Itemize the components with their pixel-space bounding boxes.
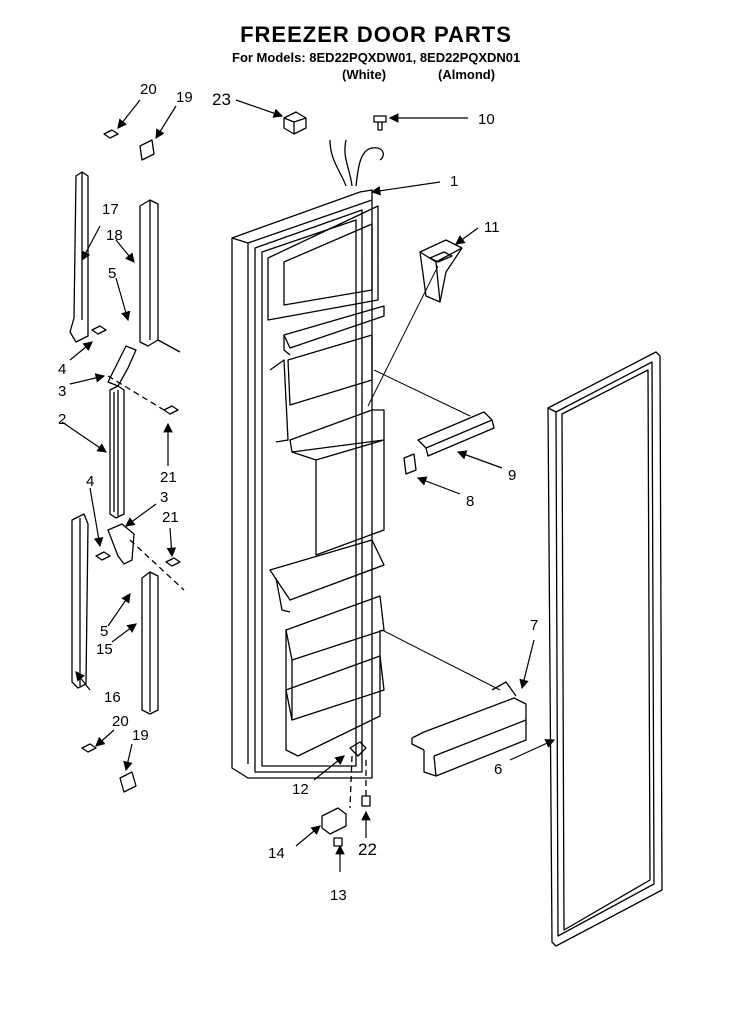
callout-11: 11 bbox=[484, 219, 500, 236]
callout-9: 9 bbox=[508, 467, 517, 484]
callout-16: 16 bbox=[104, 689, 121, 706]
screw-22 bbox=[361, 795, 371, 807]
hinge-cover-upper bbox=[69, 171, 89, 343]
screw-13 bbox=[333, 837, 343, 847]
callout-19a: 19 bbox=[176, 89, 193, 106]
callout-20b: 20 bbox=[112, 713, 129, 730]
variant-almond: (Almond) bbox=[438, 67, 496, 82]
callout-4a: 4 bbox=[58, 361, 67, 378]
hinge-cover-lower bbox=[71, 513, 89, 689]
door-gasket-part bbox=[547, 351, 663, 947]
callout-20a: 20 bbox=[140, 81, 157, 98]
trim-channel-upper bbox=[139, 199, 181, 353]
callout-19b: 19 bbox=[132, 727, 149, 744]
callout-5b: 5 bbox=[100, 623, 109, 640]
callout-22: 22 bbox=[358, 840, 377, 859]
callout-7: 7 bbox=[530, 617, 539, 634]
hinge-block-14 bbox=[321, 807, 347, 835]
screw-upper bbox=[103, 129, 119, 139]
screw-4-upper bbox=[91, 325, 107, 335]
callout-5a: 5 bbox=[108, 265, 117, 282]
callout-1: 1 bbox=[450, 173, 459, 190]
assembly-lines bbox=[107, 375, 367, 809]
freezer-door-part bbox=[231, 189, 385, 779]
screw-lower bbox=[81, 743, 97, 753]
pointer-lines bbox=[367, 265, 501, 691]
bracket-part-8 bbox=[403, 453, 417, 475]
hinge-pin-lower bbox=[119, 771, 137, 793]
hinge-pin-upper bbox=[139, 139, 155, 161]
trim-channel-lower bbox=[141, 571, 159, 715]
callout-3b: 3 bbox=[160, 489, 169, 506]
hinge-upper-part bbox=[107, 345, 137, 387]
callout-21b: 21 bbox=[162, 509, 179, 526]
gasket-strip-part bbox=[109, 385, 125, 519]
models-line: For Models: 8ED22PQXDW01, 8ED22PQXDN01 bbox=[232, 50, 521, 65]
callout-21a: 21 bbox=[160, 469, 177, 486]
callout-18: 18 bbox=[106, 227, 123, 244]
hinge-bracket-12 bbox=[349, 741, 367, 757]
callout-8: 8 bbox=[466, 493, 475, 510]
callout-15: 15 bbox=[96, 641, 113, 658]
callout-3a: 3 bbox=[58, 383, 67, 400]
callout-13: 13 bbox=[330, 887, 347, 904]
callout-12: 12 bbox=[292, 781, 309, 798]
trim-strip-part bbox=[417, 411, 495, 457]
connector-part bbox=[283, 111, 307, 135]
variant-white: (White) bbox=[342, 67, 387, 82]
callout-10: 10 bbox=[478, 111, 495, 128]
callout-2: 2 bbox=[58, 411, 67, 428]
dispenser-chute-part bbox=[419, 239, 463, 303]
door-bin-part bbox=[411, 681, 527, 777]
screw-21-lower bbox=[165, 557, 181, 567]
screw-part-10 bbox=[373, 115, 387, 131]
callout-14: 14 bbox=[268, 845, 285, 862]
screw-21-upper bbox=[163, 405, 179, 415]
wire-harness bbox=[329, 139, 384, 187]
callout-17: 17 bbox=[102, 201, 119, 218]
callout-6: 6 bbox=[494, 761, 503, 778]
diagram-title: FREEZER DOOR PARTS bbox=[240, 22, 512, 47]
hinge-lower-part bbox=[107, 523, 135, 565]
leader-lines bbox=[61, 99, 556, 872]
callout-4b: 4 bbox=[86, 473, 95, 490]
screw-4-lower bbox=[95, 551, 111, 561]
callout-23: 23 bbox=[212, 90, 231, 109]
